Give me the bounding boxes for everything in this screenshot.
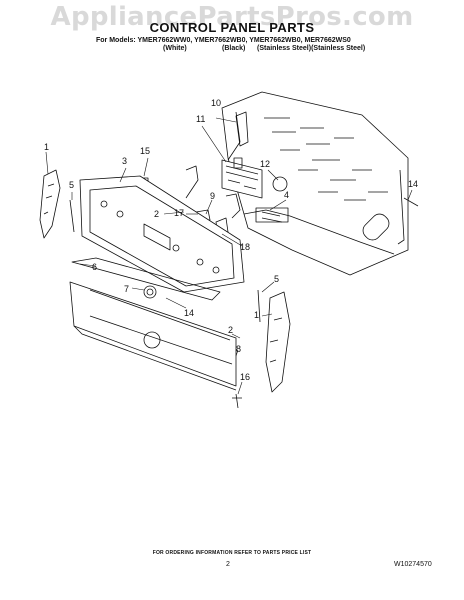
- control-board: [221, 157, 263, 199]
- callout-7: 7: [124, 284, 129, 294]
- ordering-info: FOR ORDERING INFORMATION REFER TO PARTS …: [152, 550, 312, 556]
- bracket-9a: [185, 165, 199, 199]
- rear-panel-shield: [221, 91, 409, 276]
- callout-8: 8: [236, 344, 241, 354]
- end-cap-left: [39, 169, 61, 239]
- beeper-12: [272, 176, 288, 192]
- spring-5-left: [69, 199, 75, 233]
- callout-2-top: 2: [154, 209, 159, 219]
- callout-15: 15: [140, 146, 150, 156]
- callout-10: 10: [211, 98, 221, 108]
- knob-7: [143, 285, 157, 299]
- variant-black: (Black): [222, 45, 246, 52]
- trim-strip-6: [71, 257, 221, 301]
- callout-6: 6: [92, 262, 97, 272]
- page-title: CONTROL PANEL PARTS: [149, 20, 315, 35]
- variant-white: (White): [163, 45, 187, 52]
- callout-3: 3: [122, 156, 127, 166]
- lower-cover: [69, 281, 237, 391]
- callout-5-right: 5: [274, 274, 279, 284]
- screw-16: [232, 393, 242, 409]
- callout-4: 4: [284, 190, 289, 200]
- bracket-10: [235, 111, 249, 147]
- end-cap-right: [265, 291, 291, 393]
- wire-harness: [243, 207, 395, 255]
- document-number: W10274570: [394, 561, 432, 568]
- callout-17: 17: [174, 208, 184, 218]
- callout-16: 16: [240, 372, 250, 382]
- watermark: AppliancePartsPros.com: [50, 2, 414, 32]
- variant-stainless: (Stainless Steel)(Stainless Steel): [257, 45, 366, 52]
- callout-11: 11: [196, 114, 205, 124]
- spring-5-right: [257, 289, 261, 323]
- callout-1-left: 1: [44, 142, 49, 152]
- callout-2-bottom: 2: [228, 325, 233, 335]
- callout-1-right: 1: [254, 310, 259, 320]
- page-number: 2: [226, 561, 230, 568]
- callout-9: 9: [210, 191, 215, 201]
- console-panel: [79, 175, 245, 293]
- screw-14: [403, 197, 419, 207]
- bracket-9b: [225, 193, 241, 219]
- callout-14-right: 14: [408, 179, 418, 189]
- models-line: For Models: YMER7662WW0, YMER7662WB0, YM…: [96, 37, 351, 44]
- callout-14-bottom: 14: [184, 308, 194, 318]
- callout-5-left: 5: [69, 180, 74, 190]
- callout-12: 12: [260, 159, 270, 169]
- callout-18: 18: [240, 242, 250, 252]
